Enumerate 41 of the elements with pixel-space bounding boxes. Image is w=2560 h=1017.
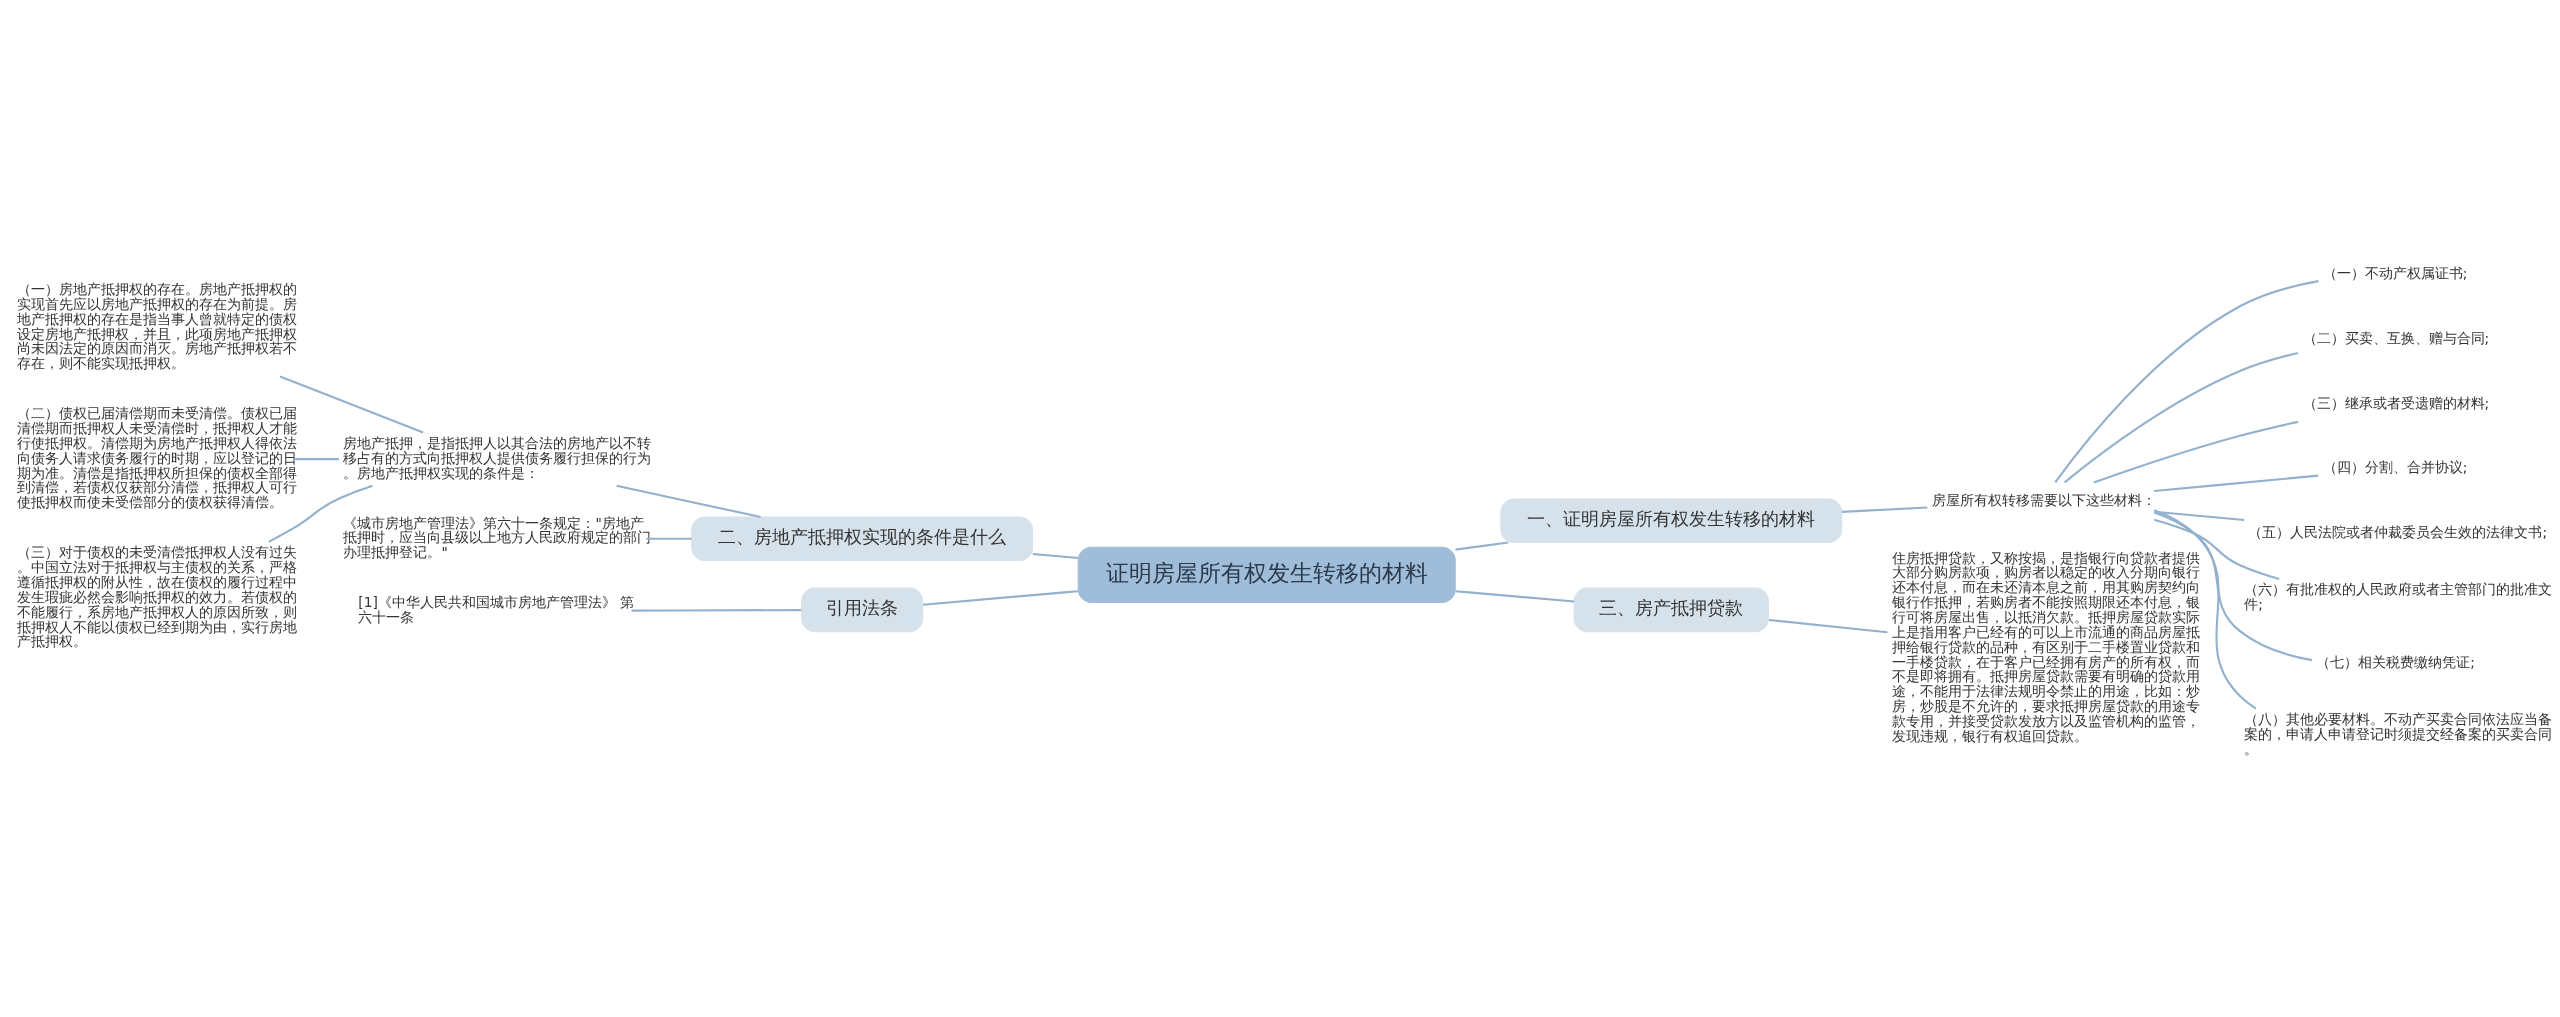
node-text: （三）对于债权的未受清偿抵押权人没有过失。中国立法对于抵押权与主债权的关系，严格遵循抵押权的附从性，故在债权的履行过程中发生瑕疵必然会影响抵押权的效力。若债权的不能履行，系房地产抵押权人的原因所致，则抵押权人不能以债权已经到期为由，实行房地产抵押权。 xyxy=(17,544,298,650)
connector xyxy=(2154,510,2245,522)
connector xyxy=(294,458,339,461)
node-box: 一、证明房屋所有权发生转移的材料 xyxy=(1500,498,1843,543)
node-text: （三）继承或者受遗赠的材料; xyxy=(2302,394,2490,411)
node-text: （六）有批准权的人民政府或者主管部门的批准文件; xyxy=(2244,581,2553,613)
connector xyxy=(2153,518,2280,581)
connector xyxy=(1032,552,1079,560)
connector xyxy=(646,537,692,540)
node-text: 《城市房地产管理法》第六十一条规定："房地产抵押时，应当向县级以上地方人民政府规定的部门办理抵押登记。" xyxy=(343,514,652,561)
connector xyxy=(279,375,424,434)
connector xyxy=(1455,590,1575,603)
node-text: （一）不动产权属证书; xyxy=(2322,264,2468,281)
node-text: （八）其他必要材料。不动产买卖合同依法应当备案的，申请人申请登记时须提交经备案的买卖合同。 xyxy=(2244,710,2553,757)
connector xyxy=(2153,509,2257,710)
node-box: 三、房产抵押贷款 xyxy=(1573,587,1769,633)
connector xyxy=(2054,280,2319,484)
node-text: （二）债权已届清偿期而未受清偿。债权已届清偿期而抵押权人未受清偿时，抵押权人才能行使抵押权。清偿期为房地产抵押权人得依法向债务人请求债务履行的时期，应以登记的日期为准。清偿是指抵押权所担保的债权全部得到清偿，若债权仅获部分清偿，抵押权人可行使抵押权而使未受偿部分的债权获得清偿。 xyxy=(17,405,298,511)
connector xyxy=(922,590,1079,606)
node-box: 引用法条 xyxy=(801,587,924,633)
node-text: （二）买卖、互换、赠与合同; xyxy=(2302,329,2490,346)
connector xyxy=(2093,420,2299,484)
connector xyxy=(631,609,802,612)
node-text: 房地产抵押，是指抵押人以其合法的房地产以不转移占有的方式向抵押权人提供债务履行担保的行为。房地产抵押权实现的条件是： xyxy=(343,434,652,481)
node-box: 证明房屋所有权发生转移的材料 xyxy=(1077,546,1456,603)
node-text: [1]《中华人民共和国城市房地产管理法》 第六十一条 xyxy=(358,594,635,626)
node-text: （四）分割、合并协议; xyxy=(2322,459,2468,476)
node-text: 住房抵押贷款，又称按揭，是指银行向贷款者提供大部分购房款项，购房者以稳定的收入分期向银行还本付息，而在未还清本息之前，用其购房契约向银行作抵押，若购房者不能按照期限还本付息，银行可将房屋出售，以抵消欠款。抵押房屋贷款实际上是指用客户已经有的可以上市流通的商品房屋抵押给银行贷款的品种，有区别于二手楼置业贷款和一手楼贷款，在于客户已经拥有房产的所有权，而不是即将拥有。抵押房屋贷款需要有明确的贷款用途，不能用于法律法规明令禁止的用途，比如：炒房，炒股是不允许的，要求抵押房屋贷款的用途专款专用，并接受贷款发放方以及监管机构的监管，发现违规，银行有权追回贷款。 xyxy=(1891,549,2200,744)
node-box: 二、房地产抵押权实现的条件是什么 xyxy=(691,516,1034,562)
connector xyxy=(2063,352,2299,484)
connector xyxy=(1768,618,1888,634)
connector xyxy=(1455,541,1509,551)
node-text: （五）人民法院或者仲裁委员会生效的法律文书; xyxy=(2248,524,2548,541)
node-text: 房屋所有权转移需要以下这些材料： xyxy=(1931,492,2156,509)
connector xyxy=(1841,506,1928,513)
connector xyxy=(2154,474,2319,493)
connector xyxy=(616,484,761,519)
node-text: （七）相关税费缴纳凭证; xyxy=(2316,653,2476,670)
connector xyxy=(268,484,373,543)
node-text: （一）房地产抵押权的存在。房地产抵押权的实现首先应以房地产抵押权的存在为前提。房地产抵押权的存在是指当事人曾就特定的债权设定房地产抵押权，并且，此项房地产抵押权尚未因法定的原因而消灭。房地产抵押权若不存在，则不能实现抵押权。 xyxy=(17,280,298,372)
connector xyxy=(2153,511,2313,662)
